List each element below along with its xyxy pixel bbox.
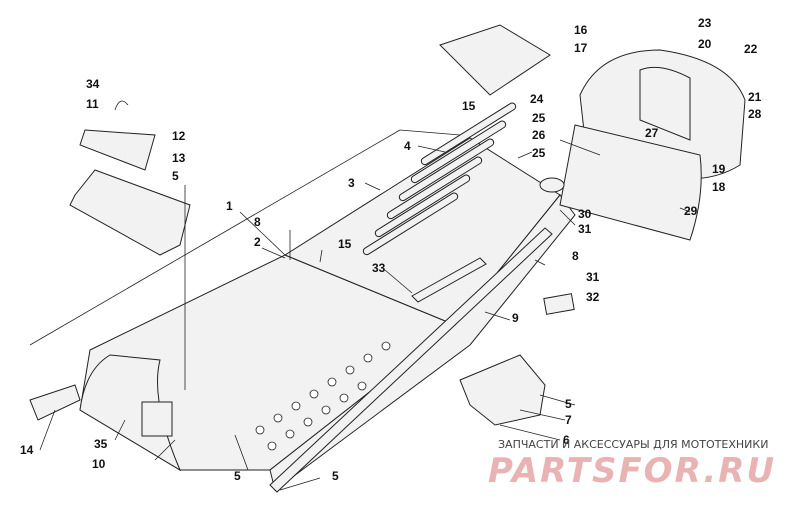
callout-17: 17	[574, 41, 588, 55]
callout-22: 22	[744, 42, 758, 56]
tunnel-front-curl	[79, 354, 182, 472]
callout-31: 31	[578, 222, 592, 236]
callout-15: 15	[462, 99, 476, 113]
callout-24: 24	[530, 92, 544, 106]
callout-32: 32	[586, 290, 600, 304]
callout-3: 3	[348, 176, 355, 190]
side-holes	[255, 341, 391, 451]
callout-10: 10	[92, 457, 106, 471]
callout-labels: 1 2 3 4 5 5 5 5 6 7 8 8 9 10 11 12 13 14…	[20, 16, 762, 483]
callout-16: 16	[574, 23, 588, 37]
callout-27: 27	[645, 126, 659, 140]
callout-25: 25	[532, 111, 546, 125]
callout-5: 5	[172, 169, 179, 183]
callout-2: 2	[254, 235, 261, 249]
plate-12	[79, 129, 156, 171]
running-board-rail	[269, 227, 553, 493]
bracket-6-7	[459, 354, 546, 426]
callout-34: 34	[86, 77, 100, 91]
deck-slots	[362, 102, 517, 256]
callout-20: 20	[698, 37, 712, 51]
callout-19: 19	[712, 162, 726, 176]
callout-6: 6	[563, 433, 570, 447]
callout-1: 1	[226, 199, 233, 213]
callout-26: 26	[532, 128, 546, 142]
callout-8: 8	[254, 215, 261, 229]
callout-33: 33	[372, 261, 386, 275]
callout-4: 4	[404, 139, 411, 153]
callout-14: 14	[20, 443, 34, 457]
callout-35: 35	[94, 437, 108, 451]
watermark: ЗАПЧАСТИ И АКСЕССУАРЫ ДЛЯ МОТОТЕХНИКИ PA…	[488, 438, 776, 491]
callout-13: 13	[172, 151, 186, 165]
callout-25: 25	[532, 146, 546, 160]
plate-13	[69, 169, 191, 256]
callout-7: 7	[565, 413, 572, 427]
snow-flap	[559, 124, 702, 241]
decal-32	[543, 293, 575, 315]
clip-34	[114, 100, 129, 111]
bolt-30	[539, 177, 565, 193]
watermark-caption: ЗАПЧАСТИ И АКСЕССУАРЫ ДЛЯ МОТОТЕХНИКИ	[498, 438, 768, 451]
callout-12: 12	[172, 129, 186, 143]
callout-28: 28	[748, 107, 762, 121]
rear-bumper-assembly	[559, 49, 746, 241]
callout-21: 21	[748, 90, 762, 104]
plate-35	[141, 401, 173, 437]
decal-33	[411, 257, 487, 303]
callout-9: 9	[512, 311, 519, 325]
tunnel-assembly	[79, 102, 576, 493]
callout-31: 31	[586, 270, 600, 284]
callout-18: 18	[712, 180, 726, 194]
callout-15: 15	[338, 237, 352, 251]
callout-30: 30	[578, 207, 592, 221]
callout-23: 23	[698, 16, 712, 30]
callout-5: 5	[332, 469, 339, 483]
watermark-logo: PARTSFOR.RU	[488, 451, 776, 491]
traction-pad	[439, 24, 551, 96]
callout-29: 29	[684, 204, 698, 218]
callout-8: 8	[572, 249, 579, 263]
leader-lines	[29, 129, 691, 491]
callout-5: 5	[565, 397, 572, 411]
bumper-handle	[639, 66, 691, 141]
reflector-14	[29, 384, 81, 421]
callout-11: 11	[86, 97, 99, 111]
callout-5: 5	[234, 469, 241, 483]
